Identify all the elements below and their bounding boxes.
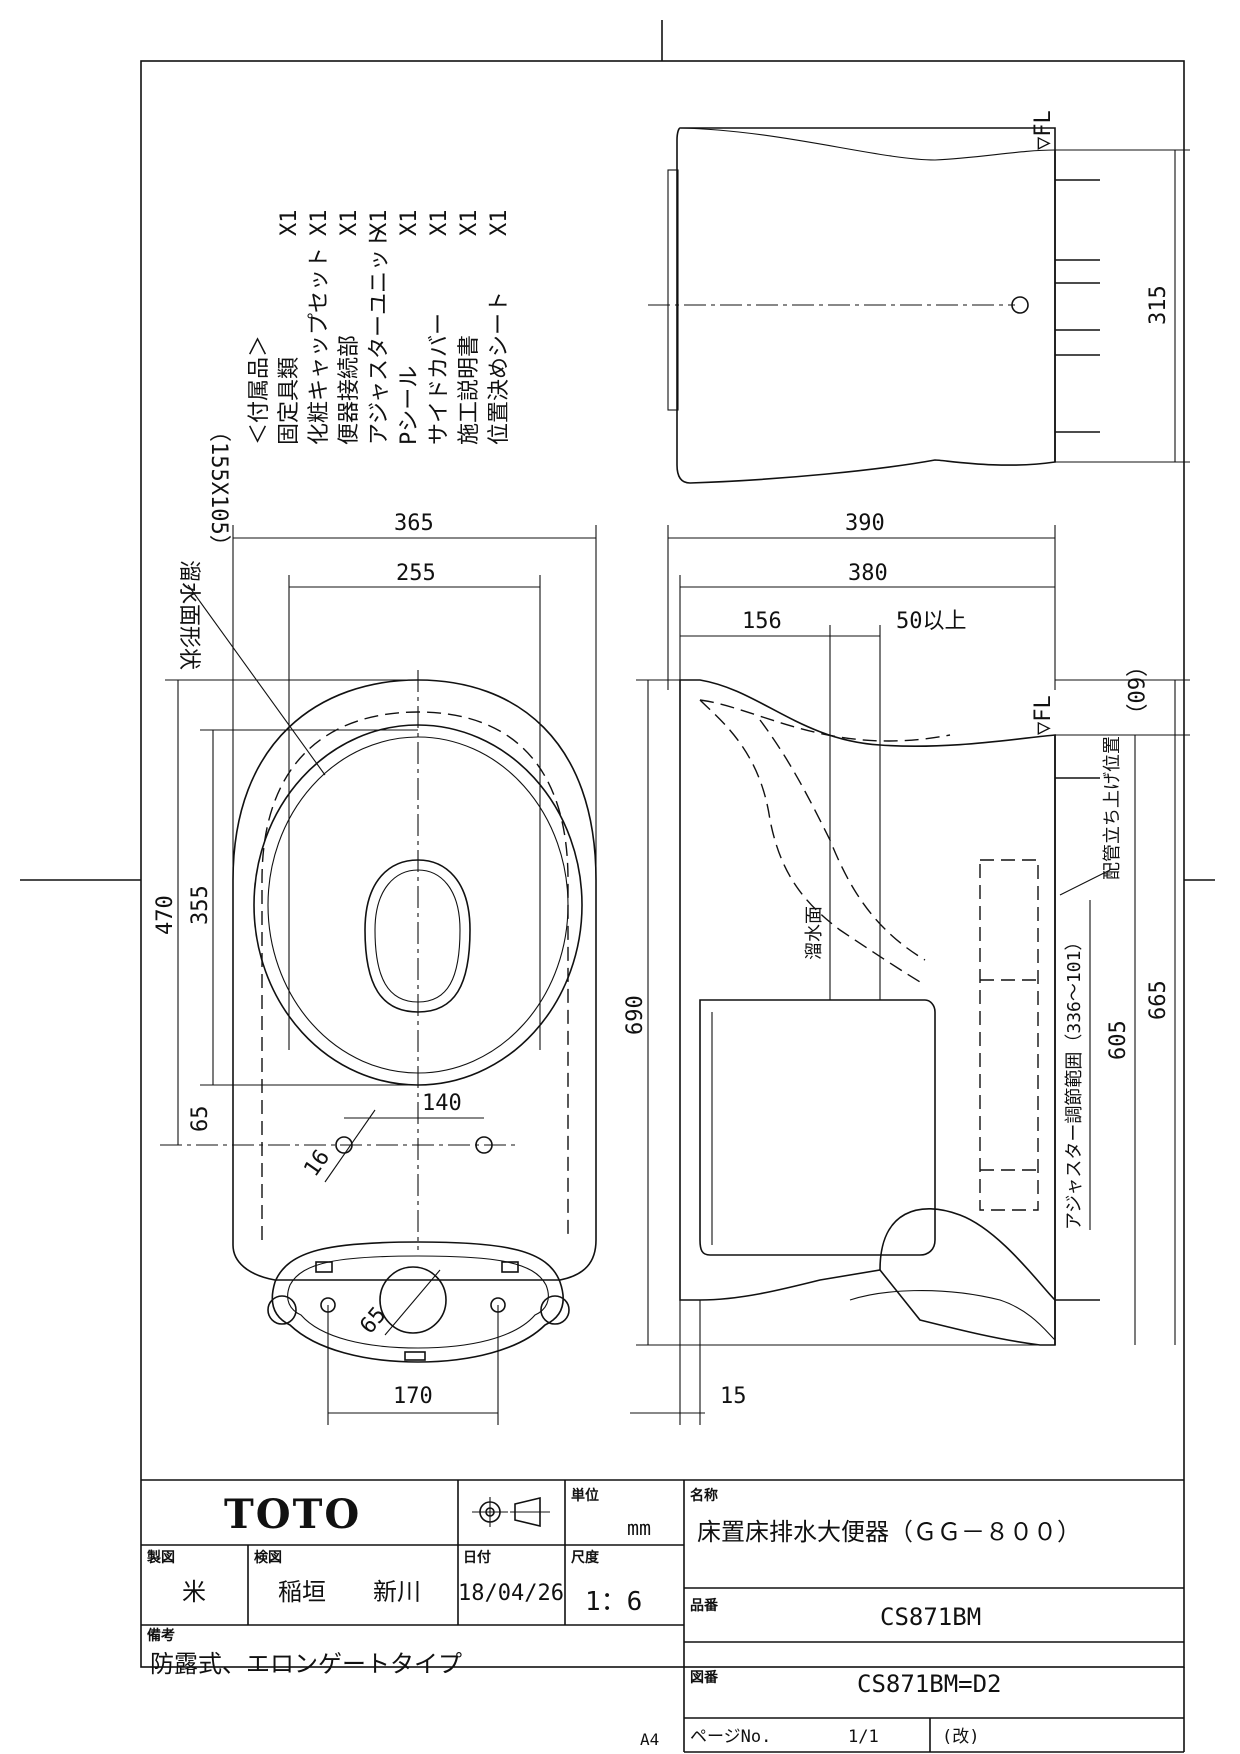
unit-value: mm <box>627 1516 651 1540</box>
rear-view-left-panel <box>667 169 679 411</box>
brand-logo: TOTO <box>224 1491 361 1538</box>
date-value: 18/04/26 <box>458 1581 564 1606</box>
accessory-name-3: 便器接続部 <box>337 335 362 445</box>
accessory-qty-1: X1 <box>277 210 302 237</box>
label-adjuster-range: アジャスター調節範囲（336～101） <box>1064 933 1085 1230</box>
adjuster-dashed-block <box>979 859 1039 1211</box>
side-view: 390 380 156 50以上 690 15 <box>623 511 1190 1425</box>
rear-view-top-curve <box>679 127 1056 161</box>
part-label: 品番 <box>690 1597 719 1614</box>
name-value: 床置床排水大便器（ＧＧ－８００） <box>697 1518 1081 1546</box>
dim-390: 390 <box>845 511 885 536</box>
rear-flange-inner <box>287 1255 549 1349</box>
projection-symbol <box>472 1496 550 1528</box>
label-water-shape-size: （155X105） <box>206 420 231 557</box>
accessory-name-1: 固定具類 <box>277 357 302 445</box>
label-water-shape: 溜水面形状 <box>176 560 201 670</box>
leader-water-shape <box>187 584 326 776</box>
dim-470: 470 <box>153 895 178 935</box>
accessory-qty-3: X1 <box>337 210 362 237</box>
drawing-label: 図番 <box>690 1669 719 1686</box>
rear-knob-right <box>540 1295 570 1325</box>
checked-value-2: 新川 <box>373 1578 421 1606</box>
leader-riser <box>1059 869 1111 896</box>
rear-view-outline <box>676 127 1056 484</box>
dim-665: 665 <box>1146 980 1171 1020</box>
accessory-qty-5: X1 <box>397 210 422 237</box>
drawn-value: 米 <box>182 1578 206 1606</box>
rear-flange <box>271 1241 564 1363</box>
drain-outlet <box>379 1266 447 1334</box>
notes-value: 防露式、エロンゲートタイプ <box>150 1650 462 1678</box>
page-label: ページNo. <box>690 1727 771 1747</box>
revision-mark: (改) <box>942 1727 979 1747</box>
accessory-qty-2: X1 <box>307 210 332 237</box>
checked-label: 検図 <box>254 1549 282 1566</box>
accessory-name-7: 施工説明書 <box>457 335 482 445</box>
side-drain-profile-2 <box>849 1289 1056 1341</box>
label-water-surface: 溜水面 <box>804 906 825 960</box>
drawn-label: 製図 <box>146 1549 175 1566</box>
dim-365: 365 <box>394 511 434 536</box>
unit-label: 単位 <box>571 1487 599 1504</box>
dim-15: 15 <box>720 1384 747 1409</box>
top-view: 365 255 470 355 65 140 16 65 170 溜水面形状 （… <box>153 420 597 1425</box>
rear-slot-left <box>315 1261 333 1273</box>
accessory-name-4: アジャスターユニット <box>367 227 392 445</box>
accessory-name-8: 位置決めシート <box>487 291 512 445</box>
label-fl-side: ▽FL <box>1031 695 1056 735</box>
name-label: 名称 <box>690 1487 718 1504</box>
accessories-list: ＜付属品＞ 固定具類 化粧キャップセット 便器接続部 アジャスターユニット Pシ… <box>247 210 512 446</box>
scale-value: 1：6 <box>585 1587 642 1617</box>
accessory-qty-6: X1 <box>427 210 452 237</box>
dim-156: 156 <box>742 609 782 634</box>
side-bowl-rim-dashed <box>699 699 951 742</box>
rear-slot-right <box>501 1261 519 1273</box>
dim-255: 255 <box>396 561 436 586</box>
dim-60: （60） <box>1122 655 1147 726</box>
side-drain-profile <box>879 1208 1056 1301</box>
page-value: 1/1 <box>848 1727 879 1747</box>
label-fl-top: ▽FL <box>1031 110 1056 150</box>
title-block: TOTO 単位 mm 製図 米 検図 稲垣 新川 日付 18/04/26 尺度 … <box>141 1479 1185 1753</box>
side-bowl-dashed-trap <box>699 699 926 986</box>
accessory-name-5: Pシール <box>397 366 422 445</box>
dim-leader-16 <box>324 1109 376 1183</box>
bowl-outer-outline <box>232 679 597 1281</box>
accessory-name-2: 化粧キャップセット <box>307 247 332 445</box>
drain-tab <box>404 1351 426 1361</box>
dim-50-min: 50以上 <box>896 609 967 634</box>
side-bowl-dashed-trap-2 <box>759 719 926 961</box>
accessory-qty-7: X1 <box>457 210 482 237</box>
scale-label: 尺度 <box>571 1549 600 1566</box>
dim-65-offset: 65 <box>188 1106 213 1133</box>
dim-355: 355 <box>188 885 213 925</box>
rear-view: ▽FL 315 <box>648 110 1190 484</box>
rear-view-center-mark <box>1011 296 1029 314</box>
side-body-block <box>699 999 936 1256</box>
bolt-hole-left <box>335 1136 353 1154</box>
dim-170: 170 <box>393 1384 433 1409</box>
dim-380: 380 <box>848 561 888 586</box>
label-riser-position: 配管立ち上げ位置 <box>1102 736 1123 880</box>
rear-knob-left <box>267 1295 297 1325</box>
accessories-title: ＜付属品＞ <box>247 335 272 445</box>
dim-leader-65 <box>384 1269 441 1336</box>
checked-value-1: 稲垣 <box>278 1578 326 1606</box>
notes-label: 備考 <box>147 1627 175 1644</box>
dim-140: 140 <box>422 1091 462 1116</box>
part-value: CS871BM <box>880 1603 981 1631</box>
dim-690: 690 <box>623 995 648 1035</box>
date-label: 日付 <box>463 1549 491 1566</box>
accessory-name-6: サイドカバー <box>427 313 452 445</box>
accessory-qty-8: X1 <box>487 210 512 237</box>
bolt-hole-right <box>475 1136 493 1154</box>
dim-605: 605 <box>1106 1020 1131 1060</box>
dim-315: 315 <box>1146 285 1171 325</box>
drawing-value: CS871BM=D2 <box>857 1670 1002 1698</box>
accessory-qty-4: X1 <box>367 210 392 237</box>
side-bowl-outline <box>679 679 1056 1346</box>
paper-size: A4 <box>640 1730 659 1749</box>
